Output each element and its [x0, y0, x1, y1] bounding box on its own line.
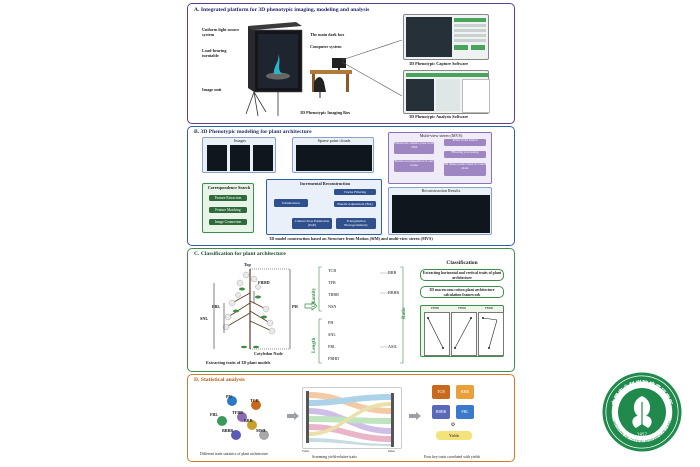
mvs-step-obtain-pose: Obtain the camera pose from SfM	[394, 141, 434, 154]
results-box: Reconstruction Results	[388, 187, 492, 235]
label-analysis-software: 3D Phenotypic Analysis Software	[409, 114, 469, 119]
mini-plot-label-1: FBHD	[431, 306, 440, 310]
ratio-bbbr: BBBR	[388, 290, 400, 295]
label-image-unit: Image unit	[202, 87, 222, 92]
key-trait-tcb: TCB	[432, 385, 450, 399]
ratio-bbr: BBR	[388, 270, 397, 275]
label-imaging-box: 3D Phenotypic Imaging Box	[300, 110, 351, 115]
trait-nsn: NSN	[328, 304, 337, 309]
seal-year: 1957	[637, 432, 648, 437]
bubble-fbl: FBL	[210, 412, 219, 417]
panel-d: D. Statistical analysis PH TCB TFBB FBL …	[187, 374, 515, 462]
results-label: Reconstruction Results	[421, 188, 461, 193]
capture-software-screenshot	[403, 14, 489, 60]
arrow-to-key-traits	[409, 412, 421, 420]
caption-screening: Screening yield-relative traits	[312, 455, 357, 459]
panel-b-title: B. 3D Phenotypic modeling for plant arch…	[194, 129, 312, 135]
sankey-left-label: Traits	[302, 449, 309, 453]
analysis-software-screenshot	[403, 70, 490, 114]
label-turntable: Load-bearing turntable	[202, 48, 227, 58]
panel-d-title: D. Statistical analysis	[194, 377, 245, 383]
arrow-to-traits	[304, 301, 318, 311]
caption-key-traits: Four key traits correlated with yields	[424, 455, 480, 459]
panel-b-caption: 3D model construction based on Structure…	[269, 236, 433, 241]
label-fbl: FBL	[212, 304, 221, 309]
image-connection-step: Image Connection	[209, 219, 247, 225]
label-fbhd: FBHD	[258, 280, 270, 285]
mvs-step-dense-reconstruction: Dense reconstruction of one scene	[394, 159, 434, 172]
trait-fbhd: FBHD	[328, 356, 340, 361]
sankey-diagram	[302, 387, 402, 449]
trait-tbbr: TBBR	[328, 292, 339, 297]
mini-plot-label-3: FBHD	[485, 306, 494, 310]
mvs-step-filtering: Filtering processing	[444, 150, 486, 158]
classification-step-1: Extracting horizontal and vertical trait…	[420, 269, 504, 281]
feature-matching-step: Feature Matching	[209, 207, 247, 213]
ratio-asil: ASIL	[388, 344, 398, 349]
bubble-ph: PH	[226, 394, 232, 399]
tracks-filtering-step: Tracks Filtering	[334, 189, 376, 195]
trait-snl: SNL	[328, 332, 336, 337]
triangulation-step: Triangulation Photogrammetry	[336, 218, 376, 229]
mvs-label: Multi-view stereo (MVS)	[419, 133, 463, 138]
connector-arrows-a	[341, 39, 403, 97]
label-extract-traits: Extracting traits of 3D plant models	[206, 360, 271, 365]
trait-bubbles	[217, 396, 269, 440]
panel-c: C. Classification for plant architecture…	[187, 248, 515, 372]
institute-seal-logo: 中国农业科学院棉花研究所 INSTITUTE OF COTTON RESEARC…	[602, 372, 682, 452]
mvs-step-dense-cloud: 3D dense point cloud of cotton plant	[444, 162, 486, 176]
bubble-tfbb: TFBB	[232, 410, 243, 415]
bubble-bbbr: BBBR	[222, 428, 234, 433]
bubble-tcb: TCB	[250, 398, 259, 403]
sparse-label: Sparse point clouds	[317, 138, 351, 143]
images-label: Images	[233, 138, 247, 143]
panel-a: A. Integrated platform for 3D phenotypic…	[187, 3, 515, 124]
mini-plots-box: FBHD FBHD FBHD	[420, 305, 504, 357]
trait-tfb: TFB	[328, 280, 336, 285]
bundle-adjustment-step: Bundle Adjustment (BA)	[334, 201, 376, 208]
images-box: Images	[202, 137, 276, 173]
label-ph: PH	[292, 304, 298, 309]
key-trait-bbr: BBR	[456, 385, 474, 399]
connector-icon: ⚙	[450, 423, 456, 428]
label-snl: SNL	[200, 316, 209, 321]
trait-tcb: TCB	[328, 268, 337, 273]
feature-extraction-step: Feature Extraction	[209, 195, 247, 201]
classification-title: Classification	[446, 260, 478, 266]
panel-b: B. 3D Phenotypic modeling for plant arch…	[187, 126, 515, 246]
bubble-msil: MSIL	[256, 428, 267, 433]
correspondence-label: Correspondence Search	[207, 185, 251, 190]
imaging-box-illustration	[245, 22, 303, 117]
cotton-plant-illustration	[213, 268, 291, 350]
sankey-right-label: Index	[388, 449, 395, 453]
panel-a-title: A. Integrated platform for 3D phenotypic…	[194, 7, 370, 13]
camera-pose-step: Camera Pose Estimation (PnP)	[292, 218, 332, 229]
sparse-cloud-box: Sparse point clouds	[292, 137, 374, 173]
panel-c-title: C. Classification for plant architecture	[194, 251, 286, 257]
mini-plot-label-2: FBHD	[458, 306, 467, 310]
label-top: Top	[244, 262, 251, 267]
initialization-step: Initialization	[274, 199, 308, 207]
label-capture-software: 3D Phenotypic Capture Software	[409, 61, 469, 66]
label-computer: Computer system	[310, 44, 342, 49]
bubble-bbr: BBR	[244, 418, 253, 423]
label-dark-box: The main dark box	[310, 32, 345, 37]
key-trait-fbl: FBL	[456, 405, 474, 419]
trait-fbl: FBL	[328, 344, 336, 349]
incremental-label: Incremental Reconstruction	[299, 181, 351, 186]
yields-box: Yields	[436, 431, 472, 440]
key-trait-bbbr: BBBR	[432, 405, 450, 419]
trait-ph: PH	[328, 320, 334, 325]
mvs-step-point-cloud-fusion: Point cloud fusion	[444, 138, 486, 146]
trait-brackets	[318, 266, 404, 364]
classification-step-2: 3D macrocosm cotton plant architecture c…	[420, 286, 504, 298]
arrow-to-sankey	[287, 412, 299, 420]
computer-desk-illustration	[310, 58, 352, 98]
label-light-source: Uniform light source system	[202, 27, 240, 37]
label-cotyledon: Cotyledon Node	[254, 351, 283, 356]
caption-traits-statistics: Different traits statistics of plant arc…	[200, 452, 268, 456]
